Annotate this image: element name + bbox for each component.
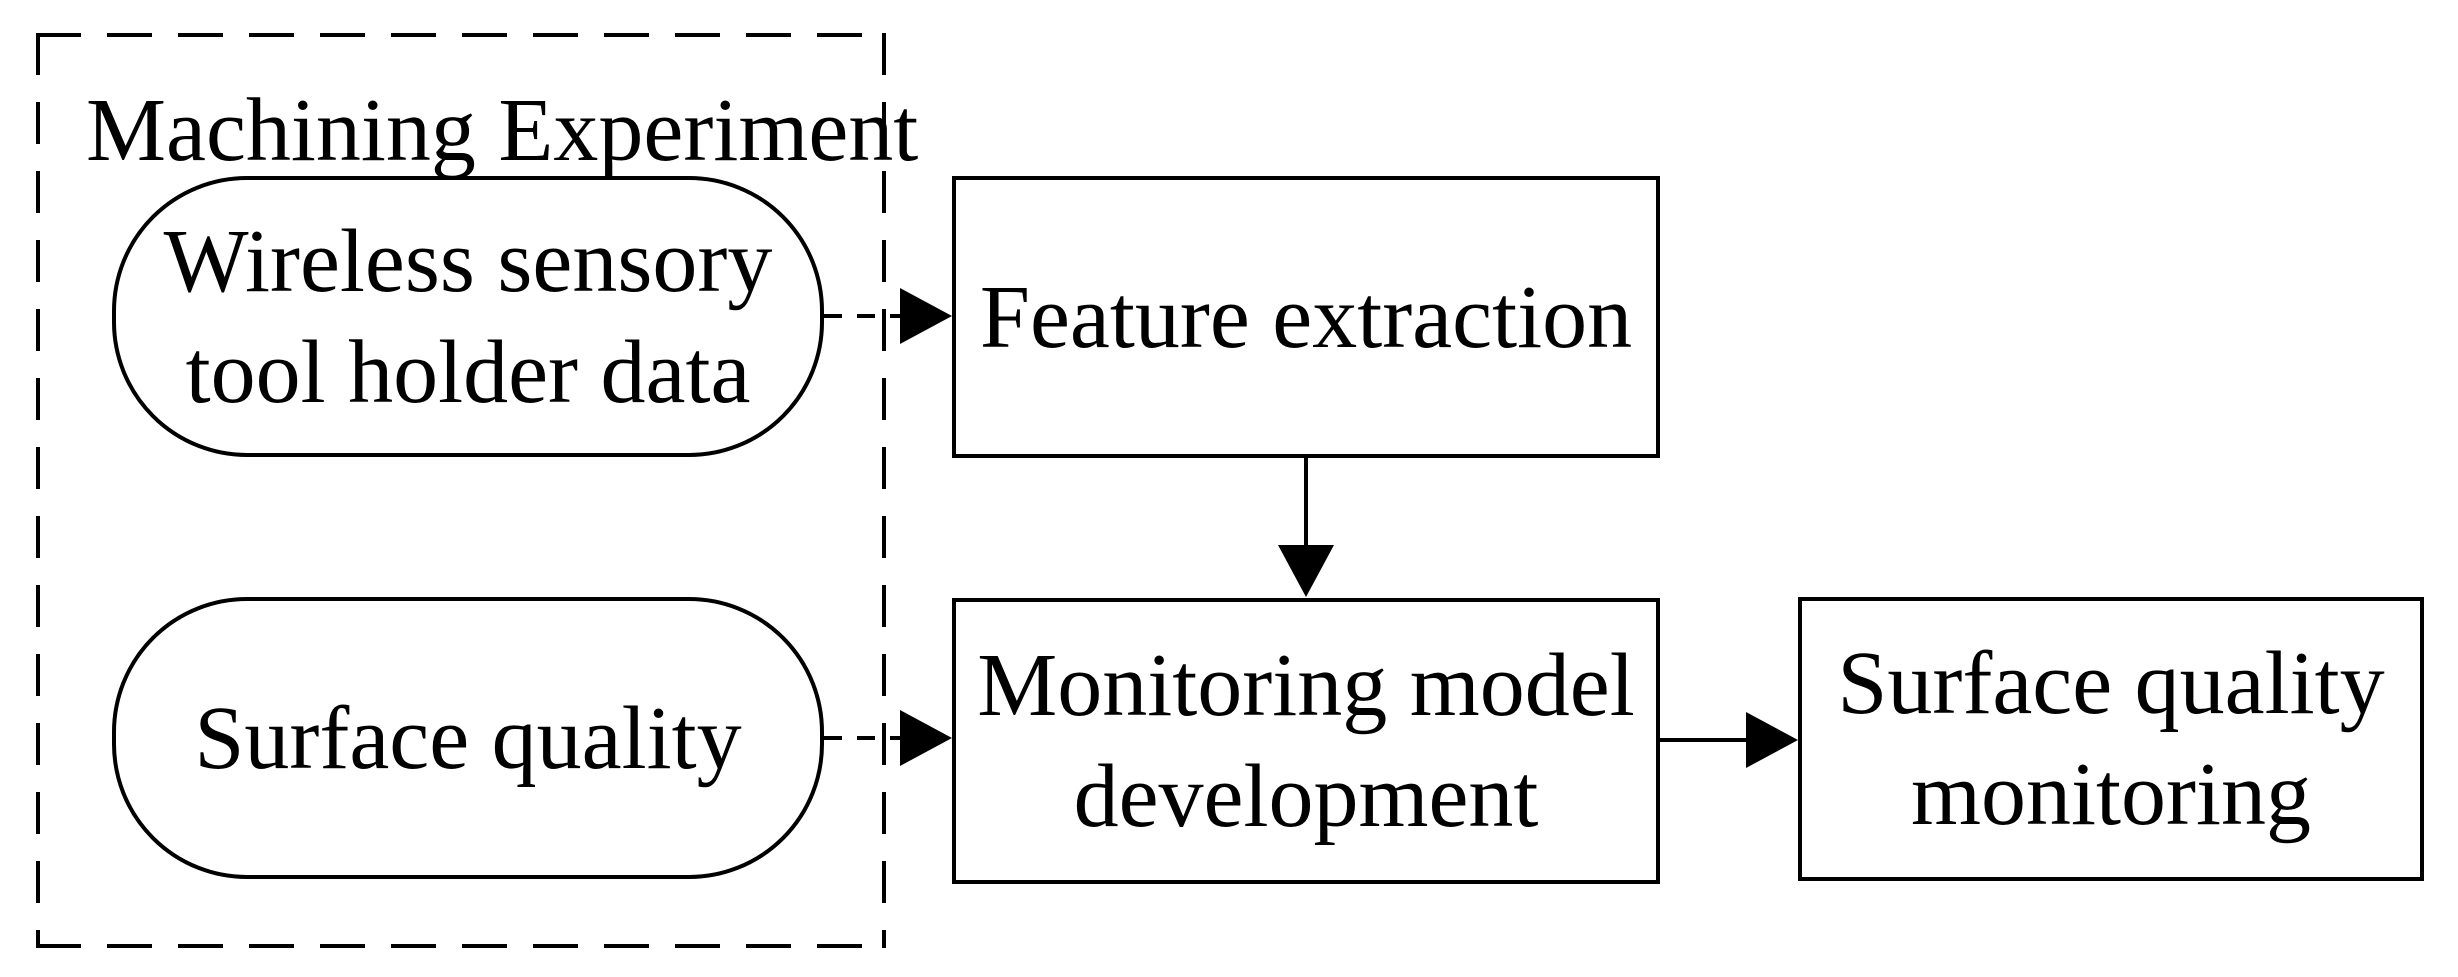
node-label-line: Wireless sensory bbox=[163, 211, 773, 311]
node-label-line: Surface quality bbox=[194, 688, 742, 788]
edge-monitoring-to-sqm-line bbox=[1660, 738, 1746, 742]
arrowhead-right-icon bbox=[1746, 712, 1798, 768]
machining-experiment-title: Machining Experiment bbox=[86, 81, 919, 180]
arrowhead-right-icon bbox=[900, 288, 952, 344]
node-label-line: Monitoring model bbox=[977, 636, 1635, 735]
node-feature-extraction: Feature extraction bbox=[952, 176, 1660, 458]
node-monitoring-model-development: Monitoring model development bbox=[952, 598, 1660, 884]
arrowhead-right-icon bbox=[900, 710, 952, 766]
edge-surface-quality-to-monitoring-line bbox=[824, 736, 902, 740]
node-label-line: Feature extraction bbox=[979, 267, 1633, 367]
node-wireless-sensory-tool-holder-data: Wireless sensory tool holder data bbox=[112, 176, 824, 457]
node-surface-quality: Surface quality bbox=[112, 597, 824, 879]
arrowhead-down-icon bbox=[1278, 545, 1334, 597]
node-label-line: tool holder data bbox=[185, 322, 751, 422]
node-surface-quality-monitoring: Surface quality monitoring bbox=[1798, 597, 2424, 881]
node-label-line: monitoring bbox=[1911, 745, 2311, 844]
edge-wireless-to-feature-line bbox=[824, 314, 902, 318]
node-label-line: Surface quality bbox=[1837, 634, 2385, 733]
edge-feature-to-monitoring-line bbox=[1304, 458, 1308, 546]
node-label-line: development bbox=[1073, 747, 1539, 846]
